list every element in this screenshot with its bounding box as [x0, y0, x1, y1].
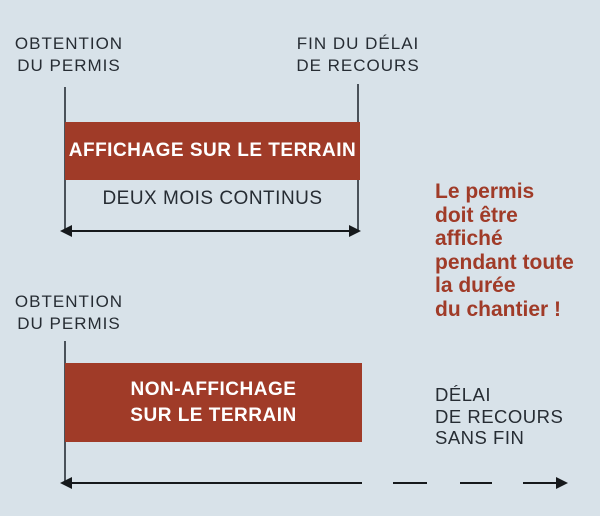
top-start-label-line2: DU PERMIS — [17, 56, 121, 75]
arrowhead-right-icon — [556, 477, 568, 489]
permit-callout-text: Le permis doit être affiché pendant tout… — [435, 180, 574, 321]
endless-delay-label: DÉLAI DE RECOURS SANS FIN — [435, 384, 563, 449]
top-end-label: FIN DU DÉLAI DE RECOURS — [288, 33, 428, 77]
bottom-bar-non-affichage: NON-AFFICHAGE SUR LE TERRAIN — [65, 363, 362, 442]
top-bar-label: AFFICHAGE SUR LE TERRAIN — [68, 140, 357, 161]
callout-line2: doit être — [435, 203, 518, 227]
top-start-label: OBTENTION DU PERMIS — [6, 33, 132, 77]
top-end-label-line2: DE RECOURS — [296, 56, 420, 75]
callout-line3: affiché — [435, 227, 503, 250]
endless-timeline-arrow — [60, 477, 568, 489]
callout-line4: pendant toute — [435, 250, 574, 274]
two-months-double-arrow — [60, 225, 361, 237]
arrowhead-left-icon — [60, 477, 72, 489]
endless-delay-line3: SANS FIN — [435, 427, 525, 448]
bottom-start-label-line2: DU PERMIS — [17, 314, 121, 333]
endless-delay-line2: DE RECOURS — [435, 405, 564, 427]
callout-line1: Le permis — [435, 180, 535, 203]
bottom-start-label-line1: OBTENTION — [14, 292, 124, 311]
callout-line5: la durée — [435, 274, 516, 297]
duration-label: DEUX MOIS CONTINUS — [102, 188, 323, 209]
arrowhead-left-icon — [60, 225, 72, 237]
endless-delay-line1: DÉLAI — [435, 384, 491, 405]
arrowhead-right-icon — [349, 225, 361, 237]
top-end-label-line1: FIN DU DÉLAI — [296, 34, 420, 53]
top-start-label-line1: OBTENTION — [14, 34, 124, 53]
top-bar-affichage: AFFICHAGE SUR LE TERRAIN — [65, 122, 360, 180]
bottom-start-label: OBTENTION DU PERMIS — [6, 291, 132, 335]
callout-line6: du chantier ! — [435, 297, 562, 321]
bottom-bar-label-line1: NON-AFFICHAGE — [130, 378, 297, 400]
bottom-bar-label-line2: SUR LE TERRAIN — [130, 404, 297, 426]
